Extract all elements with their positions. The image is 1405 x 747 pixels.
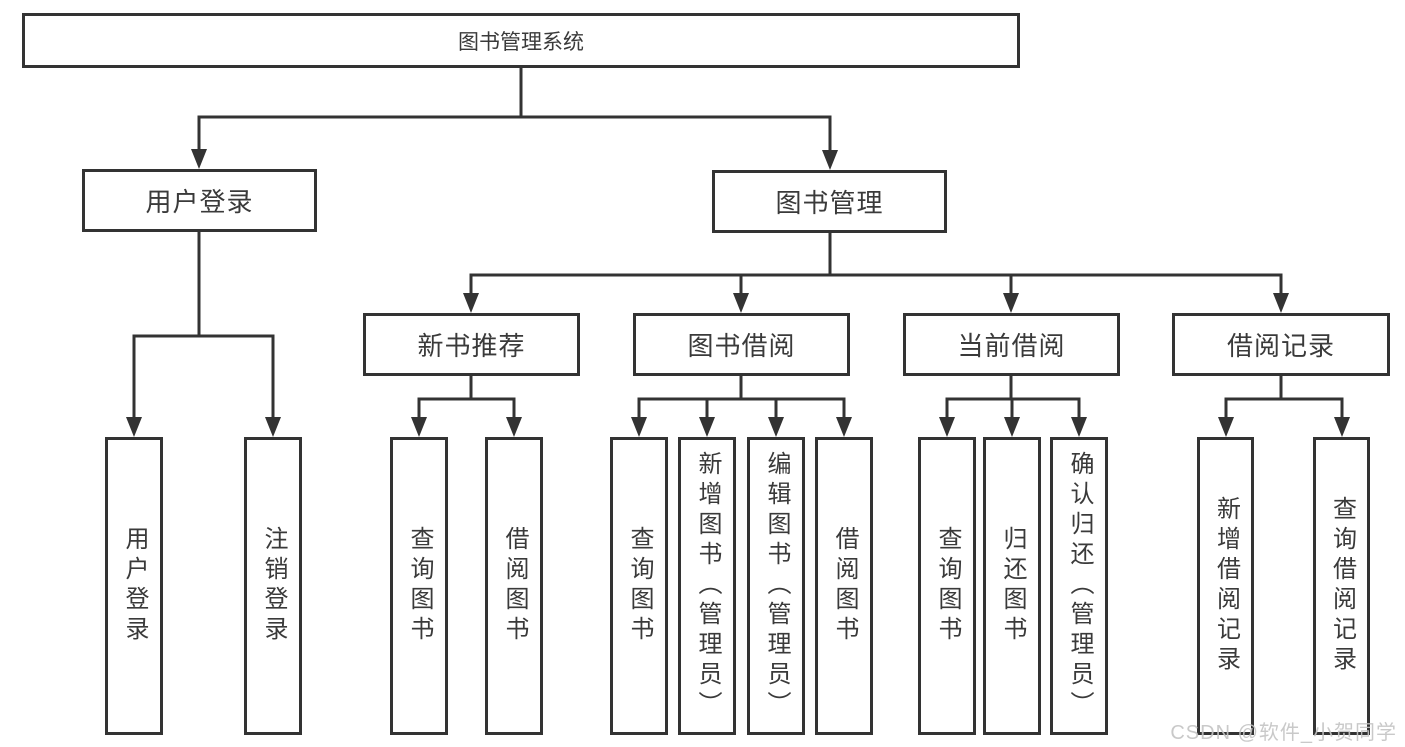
node-label: 图书管理系统	[458, 30, 584, 54]
node-label: 用户登录	[121, 526, 148, 646]
node-borrow-records: 借阅记录	[1172, 313, 1390, 376]
node-label: 注销登录	[260, 526, 287, 646]
node-book-borrow: 图书借阅	[633, 313, 850, 376]
leaf-query-books-current: 查询图书	[918, 437, 976, 735]
node-library-management-system: 图书管理系统	[22, 13, 1020, 68]
node-label: 当前借阅	[957, 331, 1066, 361]
node-label: 查询借阅记录	[1328, 496, 1356, 676]
leaf-add-borrow-record: 新增借阅记录	[1197, 437, 1254, 735]
connector-login-to-leaves	[126, 232, 281, 437]
node-label: 编辑图书（管理员）	[763, 451, 790, 721]
connector-borrow-to-leaves	[631, 376, 852, 437]
leaf-user-login: 用户登录	[105, 437, 163, 735]
node-label: 用户登录	[145, 187, 254, 217]
node-book-management: 图书管理	[712, 170, 947, 233]
node-label: 确认归还（管理员）	[1066, 451, 1093, 721]
node-label: 查询图书	[406, 526, 433, 646]
leaf-query-books-borrow: 查询图书	[610, 437, 668, 735]
leaf-return-books: 归还图书	[983, 437, 1041, 735]
watermark: CSDN @软件_小贺同学	[1170, 722, 1397, 744]
leaf-logout: 注销登录	[244, 437, 302, 735]
node-label: 新书推荐	[417, 331, 526, 361]
node-current-borrow: 当前借阅	[903, 313, 1120, 376]
node-label: 查询图书	[626, 526, 653, 646]
leaf-query-borrow-record: 查询借阅记录	[1313, 437, 1370, 735]
node-label: 新增图书（管理员）	[694, 451, 721, 721]
node-label: 归还图书	[999, 526, 1026, 646]
connector-records-to-leaves	[1218, 376, 1350, 437]
node-label: 新增借阅记录	[1212, 496, 1240, 676]
node-label: 图书借阅	[687, 331, 796, 361]
node-label: 借阅图书	[501, 526, 528, 646]
connector-recommend-to-leaves	[411, 376, 522, 437]
node-label: 图书管理	[775, 188, 884, 218]
node-label: 借阅记录	[1226, 331, 1335, 361]
node-new-book-recommend: 新书推荐	[363, 313, 580, 376]
leaf-borrow-books-2: 借阅图书	[815, 437, 873, 735]
node-user-login: 用户登录	[82, 169, 317, 232]
leaf-edit-books-admin: 编辑图书（管理员）	[747, 437, 805, 735]
node-label: 借阅图书	[831, 526, 858, 646]
connector-current-to-leaves	[939, 376, 1087, 437]
node-label: 查询图书	[934, 526, 961, 646]
leaf-borrow-books: 借阅图书	[485, 437, 543, 735]
leaf-add-books-admin: 新增图书（管理员）	[678, 437, 736, 735]
leaf-confirm-return-admin: 确认归还（管理员）	[1050, 437, 1108, 735]
connector-management-to-level2	[463, 233, 1289, 313]
leaf-query-books: 查询图书	[390, 437, 448, 735]
connector-root-to-level1	[191, 68, 838, 170]
